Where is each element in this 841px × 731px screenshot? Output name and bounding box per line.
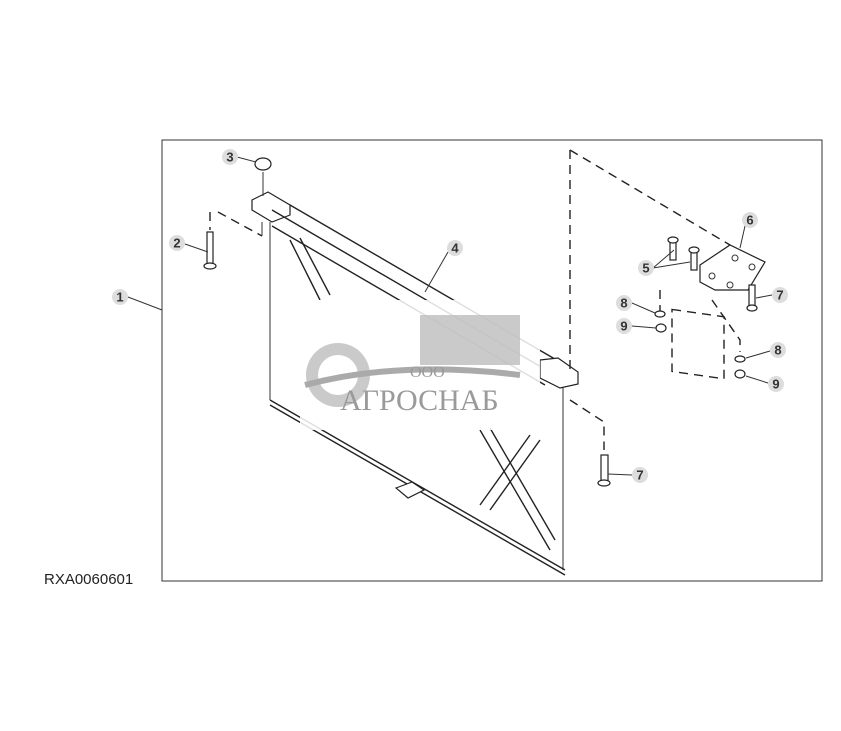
callout-8-right: 8 xyxy=(770,342,786,358)
callout-5: 5 xyxy=(638,260,654,276)
svg-text:2: 2 xyxy=(173,236,180,251)
nut-9-right xyxy=(734,369,746,379)
bottom-tab xyxy=(394,481,426,499)
bolt-7-lower xyxy=(597,454,611,487)
callout-9-left: 9 xyxy=(616,318,632,334)
svg-text:9: 9 xyxy=(620,319,627,334)
nut-3 xyxy=(254,157,272,171)
diagram-frame xyxy=(161,139,823,582)
brace-upper-b xyxy=(299,237,331,296)
callout-6: 6 xyxy=(742,212,758,228)
nut-9-left xyxy=(655,323,667,333)
assembly-lines xyxy=(209,149,741,450)
side-bracket xyxy=(539,357,579,389)
svg-text:5: 5 xyxy=(642,261,649,276)
combine-harvester-icon xyxy=(420,315,520,365)
svg-text:7: 7 xyxy=(776,288,783,303)
svg-text:9: 9 xyxy=(772,377,779,392)
callout-1: 1 xyxy=(112,289,128,305)
svg-text:7: 7 xyxy=(636,468,643,483)
washer-8-left xyxy=(654,310,666,318)
watermark-name: АГРОСНАБ xyxy=(340,384,499,417)
washer-8-right xyxy=(734,355,746,363)
brace-lower-d xyxy=(489,439,541,511)
svg-text:1: 1 xyxy=(116,290,123,305)
figure-reference-code: RXA0060601 xyxy=(44,571,133,588)
callout-7-upper: 7 xyxy=(772,287,788,303)
brace-upper-a xyxy=(289,239,321,301)
callout-8-left: 8 xyxy=(616,295,632,311)
bolt-5a xyxy=(667,236,679,261)
bolt-5b xyxy=(688,246,700,271)
brace-lower-b xyxy=(489,427,556,541)
callout-9-right: 9 xyxy=(768,376,784,392)
bracket-plate-6 xyxy=(699,244,766,291)
watermark-prefix: ООО xyxy=(410,364,445,381)
brace-lower-c xyxy=(479,434,531,506)
svg-text:4: 4 xyxy=(451,241,459,256)
callout-2: 2 xyxy=(169,235,185,251)
leader-lines xyxy=(127,156,773,476)
svg-text:8: 8 xyxy=(774,343,781,358)
svg-text:3: 3 xyxy=(226,150,233,165)
brace-lower-a xyxy=(479,429,551,551)
agrosnab-watermark-logo: ООО АГРОСНАБ xyxy=(300,300,540,430)
hardware xyxy=(203,157,766,487)
callout-7-lower: 7 xyxy=(632,467,648,483)
callout-3: 3 xyxy=(222,149,238,165)
svg-text:8: 8 xyxy=(620,296,627,311)
svg-text:6: 6 xyxy=(746,213,753,228)
callout-4: 4 xyxy=(447,240,463,256)
bolt-2 xyxy=(203,231,217,270)
bolt-7-upper xyxy=(746,284,758,312)
